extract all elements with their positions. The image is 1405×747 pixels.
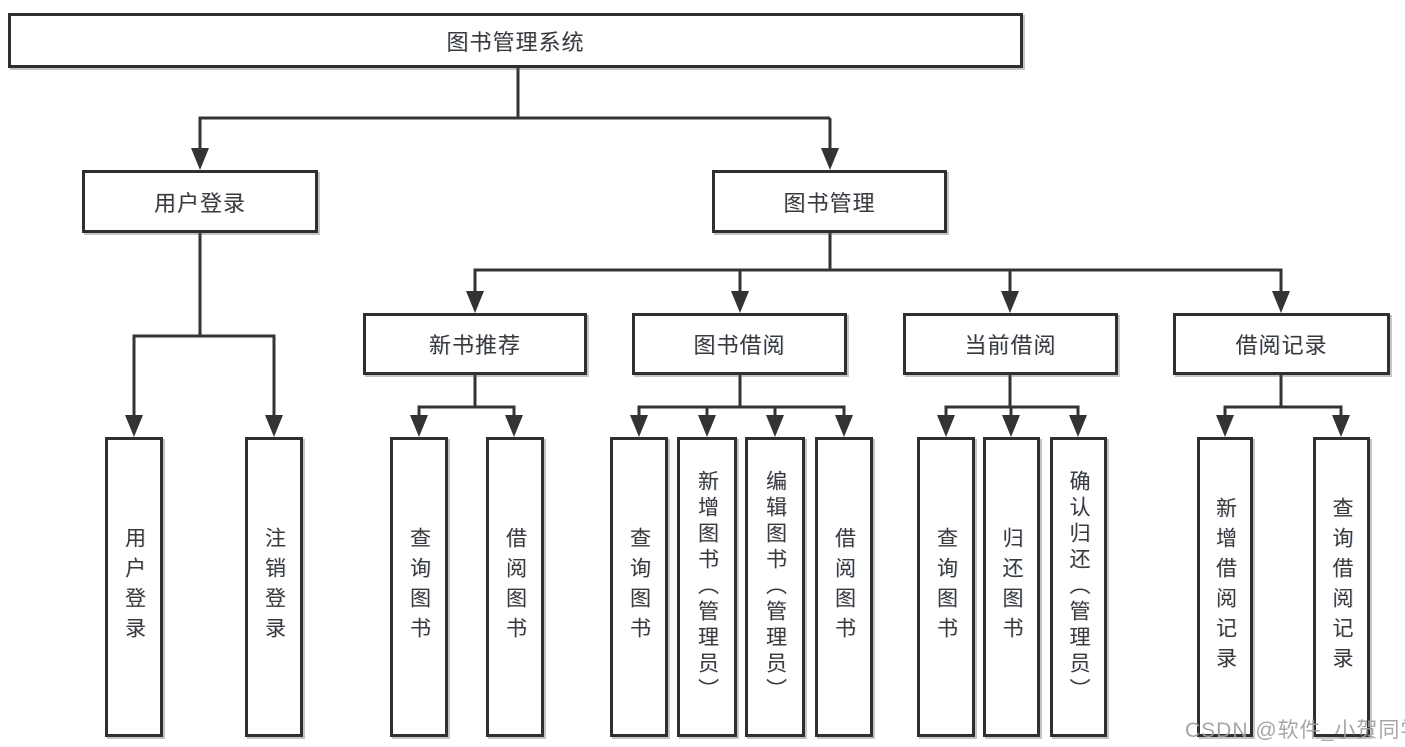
leaf-query-books-borrowing: 查询图书	[610, 437, 668, 737]
watermark: CSDN @软件_小贺同学	[1185, 719, 1405, 742]
node-book-management: 图书管理	[712, 170, 947, 233]
leaf-return-book: 归还图书	[983, 437, 1040, 737]
node-borrowing-records: 借阅记录	[1173, 313, 1390, 375]
leaf-user-login: 用户登录	[105, 437, 163, 737]
node-book-borrowing: 图书借阅	[632, 313, 847, 375]
leaf-borrow-books-recommend: 借阅图书	[486, 437, 544, 737]
leaf-edit-book-admin: 编辑图书（管理员）	[745, 437, 805, 737]
node-root-library-system: 图书管理系统	[8, 13, 1023, 68]
leaf-query-books-current: 查询图书	[917, 437, 975, 737]
node-new-book-recommend: 新书推荐	[363, 313, 587, 375]
node-user-login: 用户登录	[82, 170, 318, 233]
leaf-query-books-recommend: 查询图书	[390, 437, 448, 737]
node-current-borrowing: 当前借阅	[903, 313, 1118, 375]
leaf-add-book-admin: 新增图书（管理员）	[677, 437, 737, 737]
leaf-logout: 注销登录	[245, 437, 303, 737]
leaf-query-borrow-record: 查询借阅记录	[1313, 437, 1370, 737]
leaf-borrow-books-borrowing: 借阅图书	[815, 437, 873, 737]
leaf-add-borrow-record: 新增借阅记录	[1197, 437, 1253, 737]
leaf-confirm-return-admin: 确认归还（管理员）	[1050, 437, 1107, 737]
